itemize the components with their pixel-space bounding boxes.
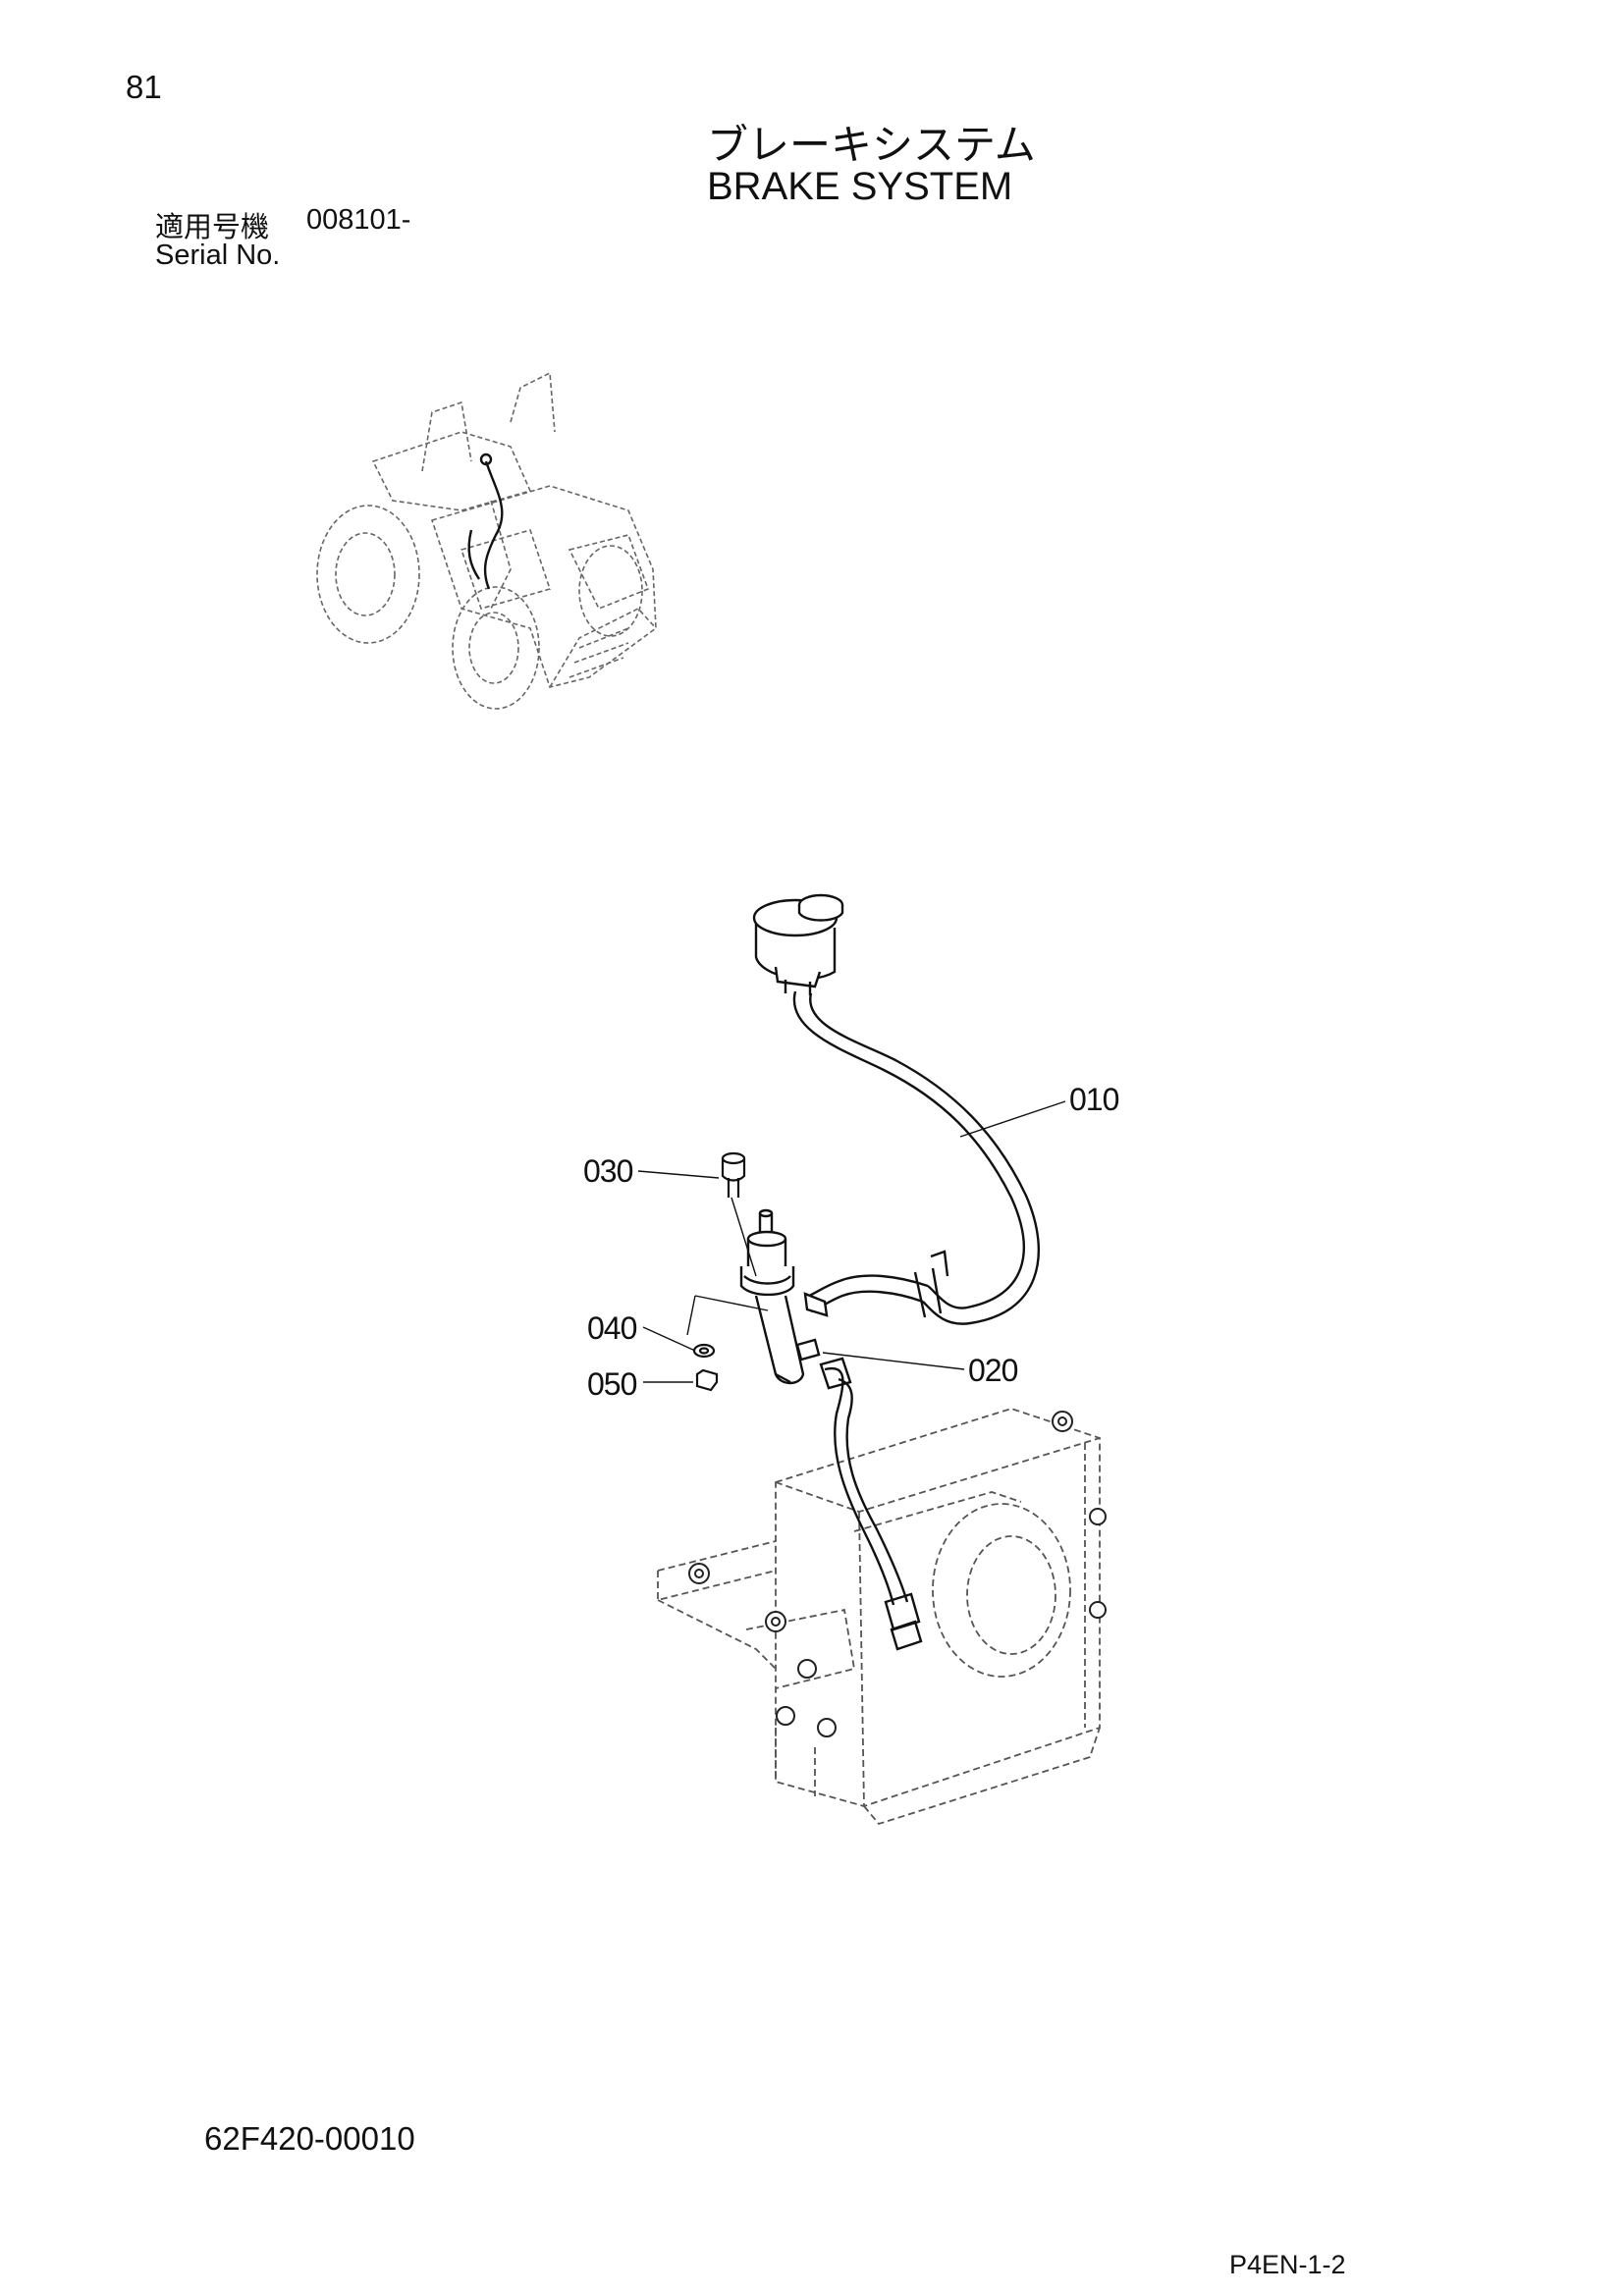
part-callout-030: 030 bbox=[583, 1153, 633, 1189]
brake-master-cylinder bbox=[739, 1208, 829, 1385]
lower-brake-hose bbox=[819, 1357, 923, 1651]
transmission-housing bbox=[657, 1408, 1101, 1826]
page-title-japanese: ブレーキシステム bbox=[707, 121, 1036, 169]
serial-label: Serial No. bbox=[155, 240, 281, 271]
page-code: P4EN-1-2 bbox=[1229, 2250, 1346, 2279]
hardware-parts bbox=[692, 1151, 746, 1392]
part-callout-050: 050 bbox=[587, 1366, 637, 1402]
part-callout-020: 020 bbox=[968, 1353, 1018, 1388]
reservoir-hose bbox=[792, 990, 1040, 1325]
brake-fluid-reservoir bbox=[752, 893, 844, 995]
serial-number-value: 008101- bbox=[306, 204, 411, 236]
leader-lines bbox=[637, 1100, 1066, 1383]
part-callout-010: 010 bbox=[1069, 1082, 1119, 1117]
page-title: BRAKE SYSTEM bbox=[707, 165, 1013, 208]
serial-label-japanese: 適用号機 bbox=[155, 210, 270, 243]
tractor-brake-line-highlight bbox=[467, 453, 504, 590]
page-number: 81 bbox=[126, 69, 162, 105]
drawing-number: 62F420-00010 bbox=[204, 2120, 415, 2157]
part-callout-040: 040 bbox=[587, 1310, 637, 1346]
housing-bolts bbox=[688, 1411, 1107, 1737]
tractor-locator-illustration bbox=[316, 371, 657, 710]
